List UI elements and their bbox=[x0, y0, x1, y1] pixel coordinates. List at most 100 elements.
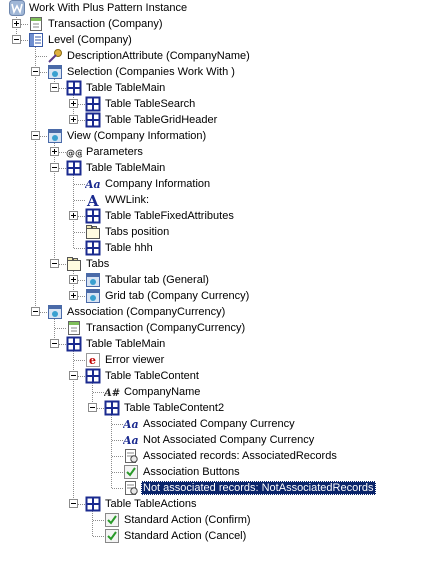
expand-icon[interactable] bbox=[69, 291, 78, 300]
tree-node[interactable]: Association Buttons bbox=[0, 464, 430, 480]
tree-node-label[interactable]: Table TableFixedAttributes bbox=[105, 210, 234, 222]
tree-node-label[interactable]: Table TableMain bbox=[86, 162, 166, 174]
svg-text:Aa: Aa bbox=[123, 434, 139, 447]
tree-node-label[interactable]: Error viewer bbox=[105, 354, 165, 366]
tree-node-label[interactable]: Selection (Companies Work With ) bbox=[67, 66, 235, 78]
table-icon bbox=[66, 160, 82, 176]
tree-node-label[interactable]: Tabular tab (General) bbox=[105, 274, 209, 286]
action-icon bbox=[123, 464, 139, 480]
tree-node-label[interactable]: Standard Action (Confirm) bbox=[124, 514, 251, 526]
tree-node-label[interactable]: Level (Company) bbox=[48, 34, 132, 46]
tree-node-label[interactable]: Not Associated Company Currency bbox=[143, 434, 315, 446]
tree-node[interactable]: Table TableFixedAttributes bbox=[0, 208, 430, 224]
expand-icon[interactable] bbox=[12, 19, 21, 28]
collapse-icon[interactable] bbox=[50, 163, 59, 172]
tree-node-label[interactable]: DescriptionAttribute (CompanyName) bbox=[67, 50, 250, 62]
tree-node[interactable]: Standard Action (Cancel) bbox=[0, 528, 430, 544]
tree-node[interactable]: Tabular tab (General) bbox=[0, 272, 430, 288]
tree-node[interactable]: Standard Action (Confirm) bbox=[0, 512, 430, 528]
tree-node-label[interactable]: Table TableMain bbox=[86, 82, 166, 94]
collapse-icon[interactable] bbox=[50, 339, 59, 348]
tree-node[interactable]: Aa Not Associated Company Currency bbox=[0, 432, 430, 448]
tree-node[interactable]: Not associated records: NotAssociatedRec… bbox=[0, 480, 430, 496]
tree-node[interactable]: Tabs bbox=[0, 256, 430, 272]
collapse-icon[interactable] bbox=[31, 67, 40, 76]
tree-node[interactable]: Table hhh bbox=[0, 240, 430, 256]
collapse-icon[interactable] bbox=[50, 259, 59, 268]
tree-node-label[interactable]: Association (CompanyCurrency) bbox=[67, 306, 226, 318]
collapse-icon[interactable] bbox=[50, 83, 59, 92]
tree-node[interactable]: Association (CompanyCurrency) bbox=[0, 304, 430, 320]
tree-node-label[interactable]: Transaction (CompanyCurrency) bbox=[86, 322, 246, 334]
tree-node[interactable]: Table TableMain bbox=[0, 80, 430, 96]
tree-node-label[interactable]: Grid tab (Company Currency) bbox=[105, 290, 250, 302]
tree-connector bbox=[74, 248, 85, 249]
tree-node[interactable]: Associated records: AssociatedRecords bbox=[0, 448, 430, 464]
tree-node[interactable]: A#CompanyName bbox=[0, 384, 430, 400]
tree-node[interactable]: Transaction (Company) bbox=[0, 16, 430, 32]
tree-node[interactable]: Grid tab (Company Currency) bbox=[0, 288, 430, 304]
tree-node[interactable]: Table TableContent bbox=[0, 368, 430, 384]
tree-node-label[interactable]: Association Buttons bbox=[143, 466, 240, 478]
tree-connector bbox=[93, 408, 104, 409]
tree-connector bbox=[36, 56, 47, 57]
tree-node[interactable]: @@Parameters bbox=[0, 144, 430, 160]
tree-node-label[interactable]: Table TableContent2 bbox=[124, 402, 225, 414]
expand-icon[interactable] bbox=[69, 99, 78, 108]
tree-node-label[interactable]: CompanyName bbox=[124, 386, 201, 398]
expand-icon[interactable] bbox=[69, 211, 78, 220]
tree-connector bbox=[92, 511, 93, 536]
collapse-icon[interactable] bbox=[31, 307, 40, 316]
tree-node[interactable]: Table TableActions bbox=[0, 496, 430, 512]
expand-icon[interactable] bbox=[50, 147, 59, 156]
tree-node[interactable]: Table TableSearch bbox=[0, 96, 430, 112]
tree-node[interactable]: Table TableGridHeader bbox=[0, 112, 430, 128]
tree-node-label[interactable]: Associated Company Currency bbox=[143, 418, 295, 430]
tree-node[interactable]: Tabs position bbox=[0, 224, 430, 240]
tree-node[interactable]: Table TableMain bbox=[0, 160, 430, 176]
tree-node-label[interactable]: Tabs position bbox=[105, 226, 170, 238]
tree-node[interactable]: Table TableContent2 bbox=[0, 400, 430, 416]
tree-node-label[interactable]: WWLink: bbox=[105, 194, 149, 206]
tree-node-label[interactable]: Work With Plus Pattern Instance bbox=[29, 2, 188, 14]
tree-node[interactable]: Transaction (CompanyCurrency) bbox=[0, 320, 430, 336]
tree-node-label[interactable]: Company Information bbox=[105, 178, 211, 190]
tree-node-label[interactable]: Table TableSearch bbox=[105, 98, 196, 110]
collapse-icon[interactable] bbox=[88, 403, 97, 412]
tree-node-label[interactable]: Table TableActions bbox=[105, 498, 197, 510]
collapse-icon[interactable] bbox=[12, 35, 21, 44]
tree-node[interactable]: Selection (Companies Work With ) bbox=[0, 64, 430, 80]
expand-icon[interactable] bbox=[69, 275, 78, 284]
tree-node-label[interactable]: View (Company Information) bbox=[67, 130, 207, 142]
tree-node-label[interactable]: Table TableMain bbox=[86, 338, 166, 350]
table-icon bbox=[85, 208, 101, 224]
tree-node[interactable]: View (Company Information) bbox=[0, 128, 430, 144]
tree-node[interactable]: DescriptionAttribute (CompanyName) bbox=[0, 48, 430, 64]
tree-connector bbox=[17, 24, 28, 25]
tree-node-label[interactable]: Not associated records: NotAssociatedRec… bbox=[141, 481, 376, 495]
tree-node[interactable]: Level (Company) bbox=[0, 32, 430, 48]
tree-node-label[interactable]: Table hhh bbox=[105, 242, 153, 254]
tree-node-label[interactable]: Table TableGridHeader bbox=[105, 114, 218, 126]
collapse-icon[interactable] bbox=[31, 131, 40, 140]
tree-connector bbox=[93, 536, 104, 537]
tree-node[interactable]: Table TableMain bbox=[0, 336, 430, 352]
tree-node-label[interactable]: Table TableContent bbox=[105, 370, 199, 382]
tree-connector bbox=[55, 152, 66, 153]
tree-connector bbox=[55, 88, 66, 89]
tree-node-label[interactable]: Standard Action (Cancel) bbox=[124, 530, 247, 542]
expand-icon[interactable] bbox=[69, 115, 78, 124]
collapse-icon[interactable] bbox=[69, 371, 78, 380]
tree-node-label[interactable]: Parameters bbox=[86, 146, 143, 158]
tree-node-label[interactable]: Transaction (Company) bbox=[48, 18, 163, 30]
tree-node-label[interactable]: Associated records: AssociatedRecords bbox=[143, 450, 337, 462]
collapse-icon[interactable] bbox=[69, 499, 78, 508]
tree-node[interactable]: Work With Plus Pattern Instance bbox=[0, 0, 430, 16]
tree-node-label[interactable]: Tabs bbox=[86, 258, 110, 270]
tabs-icon bbox=[85, 224, 101, 240]
